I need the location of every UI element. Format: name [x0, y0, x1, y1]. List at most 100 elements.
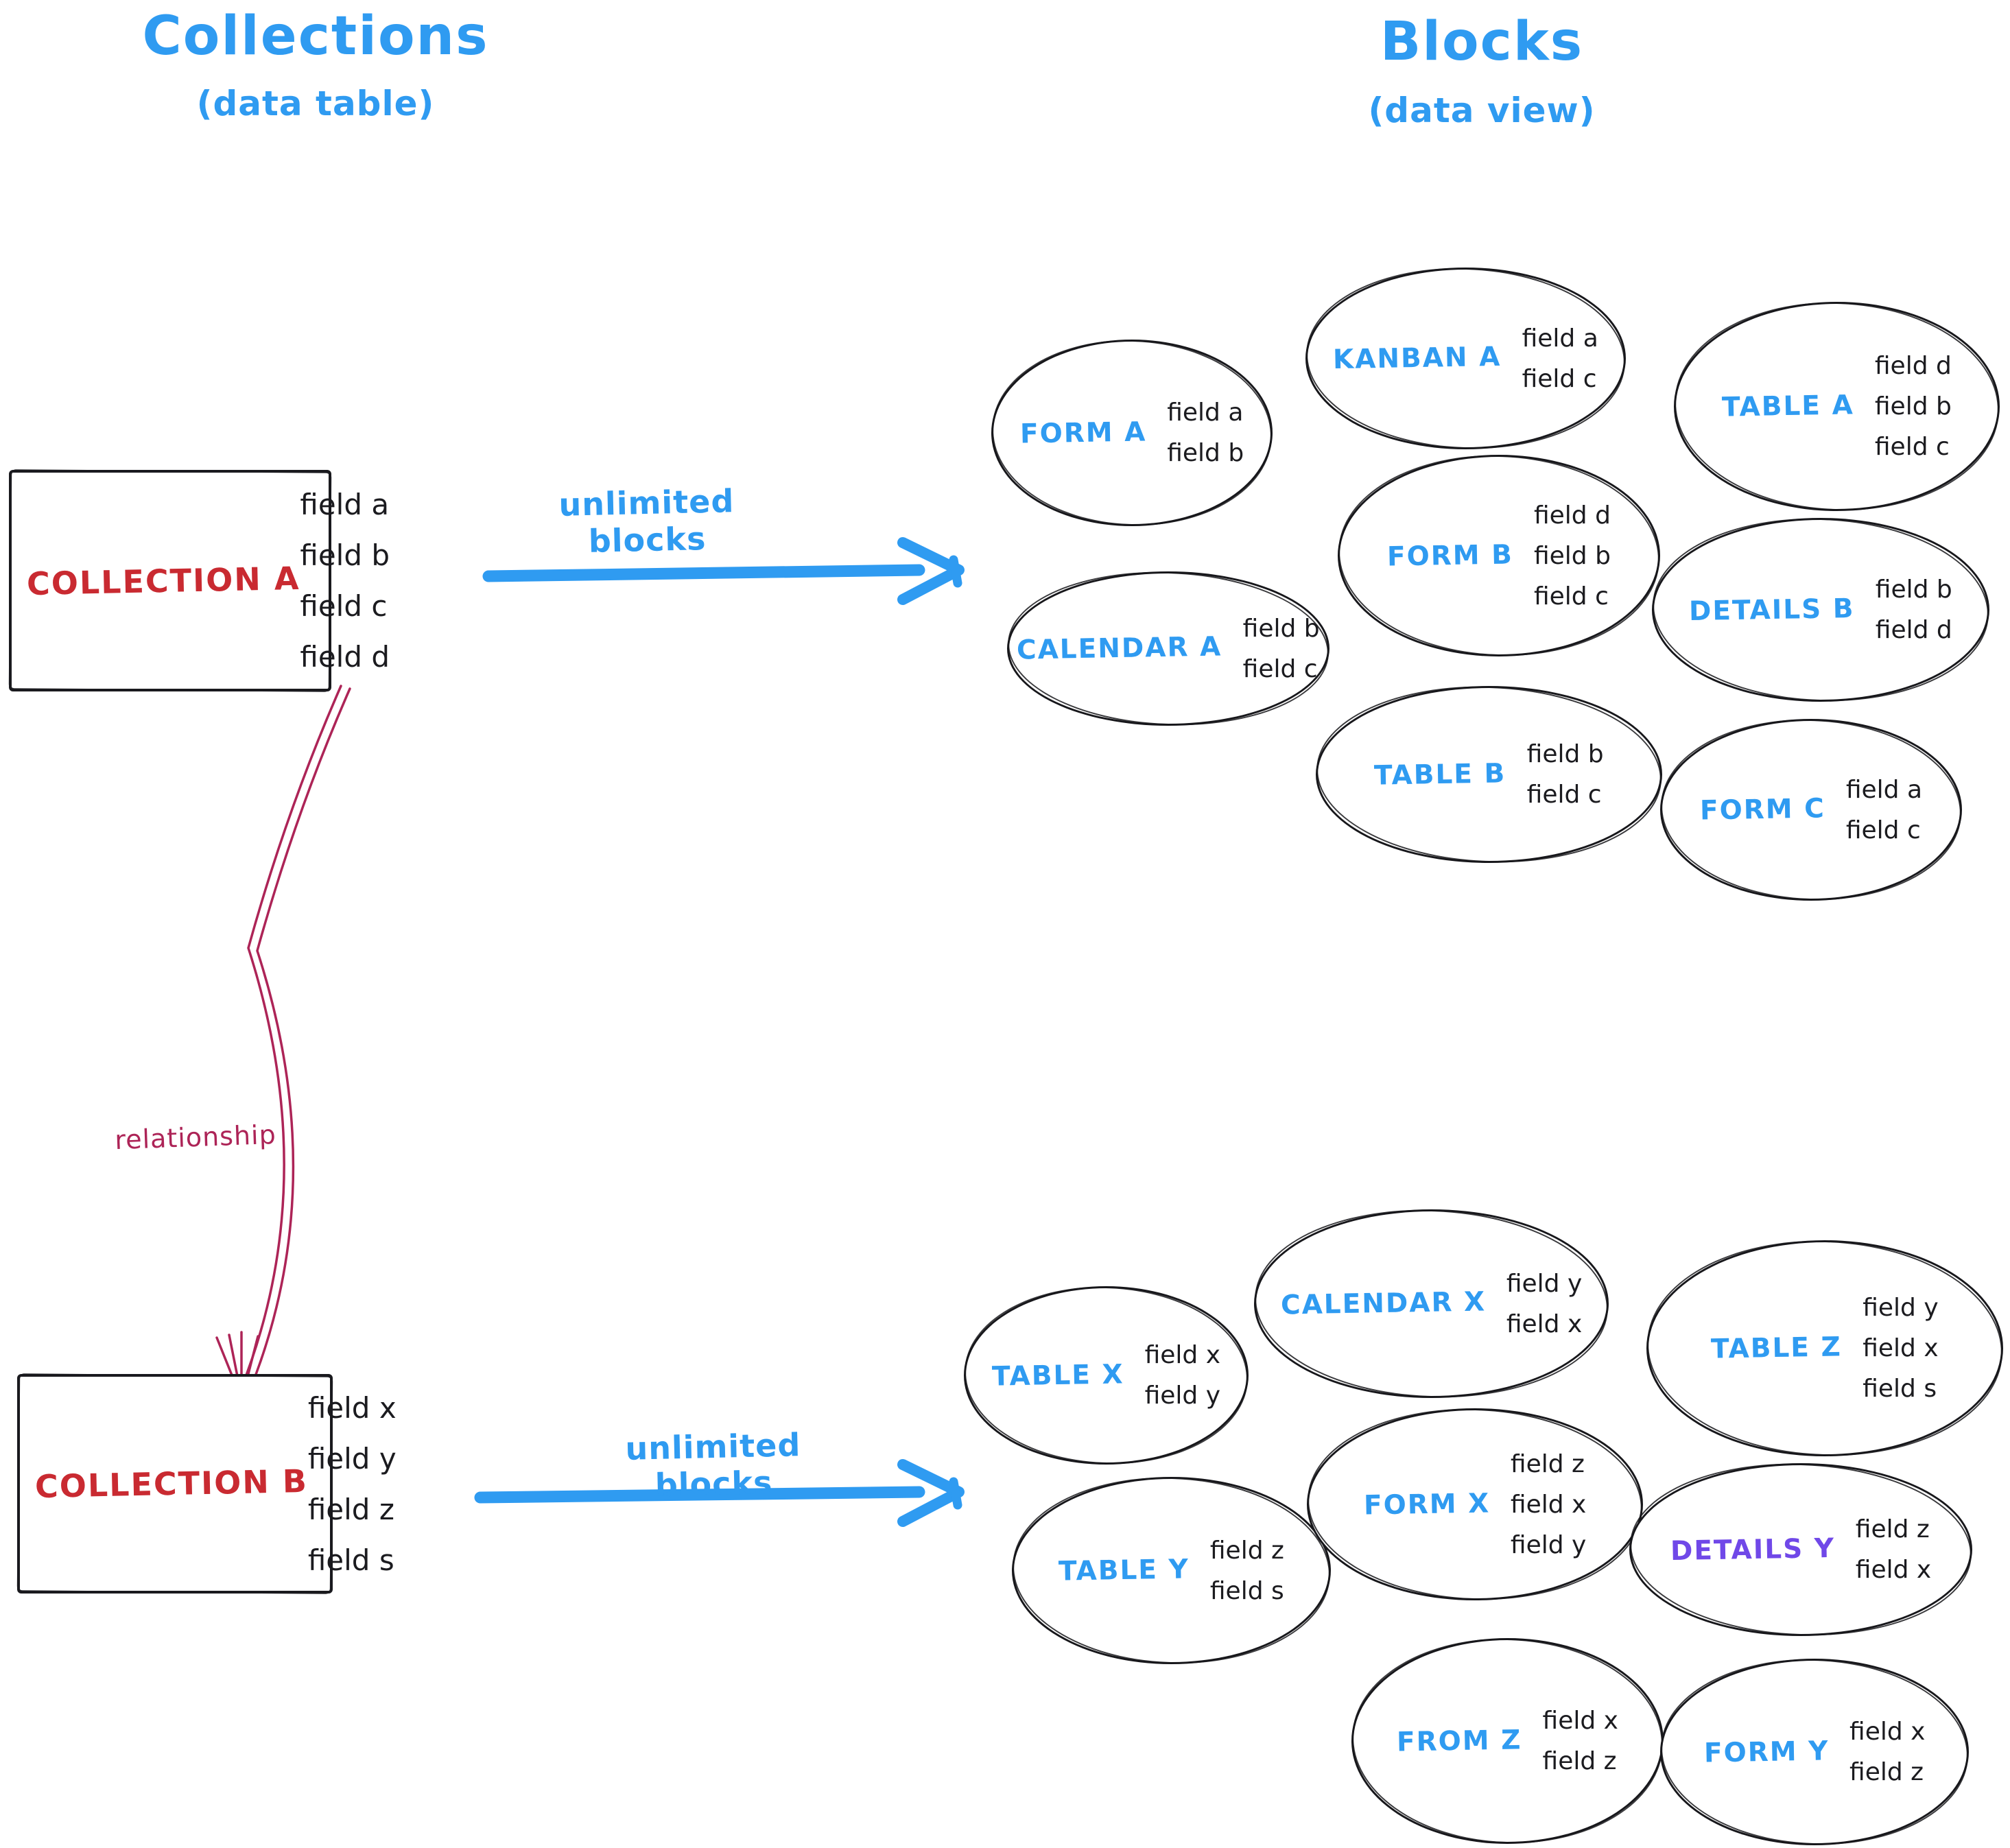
block-field: field x: [1542, 1707, 1618, 1735]
block-field: field b: [1242, 614, 1320, 643]
collection-field: field y: [307, 1441, 397, 1476]
block-field: field c: [1845, 816, 1921, 844]
block-field: field s: [1863, 1375, 1937, 1403]
block-field: field d: [1874, 352, 1952, 380]
block-name: TABLE X: [991, 1358, 1124, 1393]
block-field: field c: [1242, 654, 1318, 683]
block-name: KANBAN A: [1332, 341, 1502, 376]
block-fields: field z field s: [1210, 1537, 1284, 1605]
block-fields: field b field c: [1243, 615, 1320, 683]
block-bubble-details-b: DETAILS B field b field d: [1652, 518, 1989, 702]
block-fields: field y field x: [1506, 1270, 1582, 1338]
collection-b-fields: field x field y field z field s: [308, 1391, 397, 1577]
block-fields: field a field b: [1167, 399, 1244, 467]
block-name: TABLE Z: [1710, 1331, 1843, 1365]
collection-field: field c: [300, 589, 388, 623]
block-field: field x: [1144, 1341, 1221, 1369]
block-field: field z: [1855, 1515, 1930, 1543]
block-bubble-table-b: TABLE B field b field c: [1316, 686, 1662, 863]
collection-field: field d: [300, 640, 390, 674]
block-field: field a: [1167, 399, 1244, 427]
collection-a-name: COLLECTION A: [26, 559, 300, 602]
block-field: field b: [1533, 541, 1611, 570]
unlimited-blocks-label-top: unlimited blocks: [558, 482, 735, 560]
block-field: field x: [1510, 1490, 1587, 1519]
block-name: FORM A: [1019, 416, 1147, 450]
block-fields: field b field d: [1876, 576, 1952, 644]
block-bubble-calendar-x: CALENDAR X field y field x: [1254, 1209, 1609, 1398]
block-bubble-form-a: FORM A field a field b: [991, 340, 1273, 526]
block-bubble-kanban-a: KANBAN A field a field c: [1305, 268, 1626, 449]
block-field: field y: [1144, 1382, 1221, 1410]
block-bubble-form-y: FORM Y field x field z: [1660, 1659, 1969, 1845]
block-field: field a: [1522, 324, 1598, 353]
block-fields: field z field x field y: [1511, 1450, 1586, 1559]
block-fields: field y field x field s: [1863, 1294, 1938, 1403]
block-fields: field z field x: [1856, 1515, 1931, 1584]
block-field: field x: [1506, 1310, 1583, 1338]
block-field: field s: [1209, 1576, 1284, 1605]
block-name: DETAILS B: [1688, 593, 1856, 627]
collection-field: field a: [300, 488, 390, 521]
block-field: field c: [1533, 582, 1609, 611]
block-field: field x: [1855, 1556, 1932, 1584]
block-field: field z: [1849, 1758, 1924, 1786]
block-fields: field b field c: [1527, 740, 1604, 809]
block-field: field z: [1209, 1536, 1284, 1565]
block-fields: field d field b field c: [1534, 501, 1611, 611]
block-name: FORM Y: [1703, 1735, 1830, 1769]
block-bubble-form-c: FORM C field a field c: [1660, 719, 1962, 901]
block-field: field d: [1533, 501, 1611, 530]
block-name: TABLE B: [1373, 757, 1507, 792]
block-field: field c: [1874, 433, 1950, 461]
collections-title: Collections: [142, 5, 489, 67]
block-bubble-table-z: TABLE Z field y field x field s: [1646, 1240, 2003, 1456]
block-field: field d: [1875, 616, 1952, 644]
collections-subtitle: (data table): [196, 84, 435, 123]
block-name: DETAILS Y: [1670, 1532, 1836, 1567]
block-fields: field a field c: [1846, 776, 1922, 844]
block-name: CALENDAR A: [1016, 631, 1223, 666]
block-bubble-from-z: FROM Z field x field z: [1351, 1638, 1664, 1844]
collection-b-box: COLLECTION B field x field y field z fie…: [17, 1374, 397, 1594]
block-name: CALENDAR X: [1280, 1286, 1487, 1321]
collection-field: field s: [307, 1543, 394, 1577]
collection-field: field z: [307, 1492, 394, 1526]
block-bubble-details-y: DETAILS Y field z field x: [1629, 1463, 1972, 1636]
relationship-connector: [215, 685, 351, 1397]
block-bubble-table-x: TABLE X field x field y: [964, 1286, 1249, 1465]
block-field: field x: [1863, 1334, 1939, 1362]
block-name: FORM C: [1699, 793, 1826, 827]
block-field: field x: [1849, 1718, 1926, 1746]
block-field: field a: [1845, 775, 1923, 804]
block-bubble-form-x: FORM X field z field x field y: [1307, 1408, 1643, 1600]
relationship-label: relationship: [114, 1119, 277, 1156]
block-fields: field d field b field c: [1875, 352, 1952, 461]
block-field: field y: [1510, 1530, 1587, 1559]
block-name: TABLE A: [1721, 390, 1855, 423]
collection-b-name: COLLECTION B: [34, 1462, 309, 1506]
block-name: FORM B: [1386, 538, 1514, 573]
block-name: FORM X: [1363, 1487, 1491, 1521]
collection-field: field x: [307, 1390, 397, 1425]
block-name: FROM Z: [1396, 1724, 1522, 1758]
block-field: field y: [1863, 1294, 1939, 1322]
block-field: field b: [1167, 439, 1244, 467]
block-fields: field a field c: [1522, 324, 1598, 393]
block-field: field z: [1542, 1747, 1617, 1775]
unlimited-blocks-label-bottom: unlimited blocks: [624, 1426, 801, 1504]
block-bubble-form-b: FORM B field d field b field c: [1338, 455, 1660, 656]
block-fields: field x field z: [1543, 1707, 1618, 1775]
block-field: field y: [1506, 1269, 1583, 1298]
block-field: field b: [1875, 576, 1952, 604]
block-name: TABLE Y: [1058, 1554, 1190, 1587]
block-fields: field x field z: [1849, 1718, 1925, 1786]
block-bubble-calendar-a: CALENDAR A field b field c: [1007, 571, 1329, 726]
block-field: field c: [1526, 781, 1602, 809]
collection-a-fields: field a field b field c field d: [300, 488, 390, 674]
block-bubble-table-y: TABLE Y field z field s: [1012, 1477, 1331, 1664]
block-bubble-table-a: TABLE A field d field b field c: [1674, 302, 2000, 511]
collection-field: field b: [300, 538, 390, 572]
block-field: field c: [1522, 364, 1597, 393]
